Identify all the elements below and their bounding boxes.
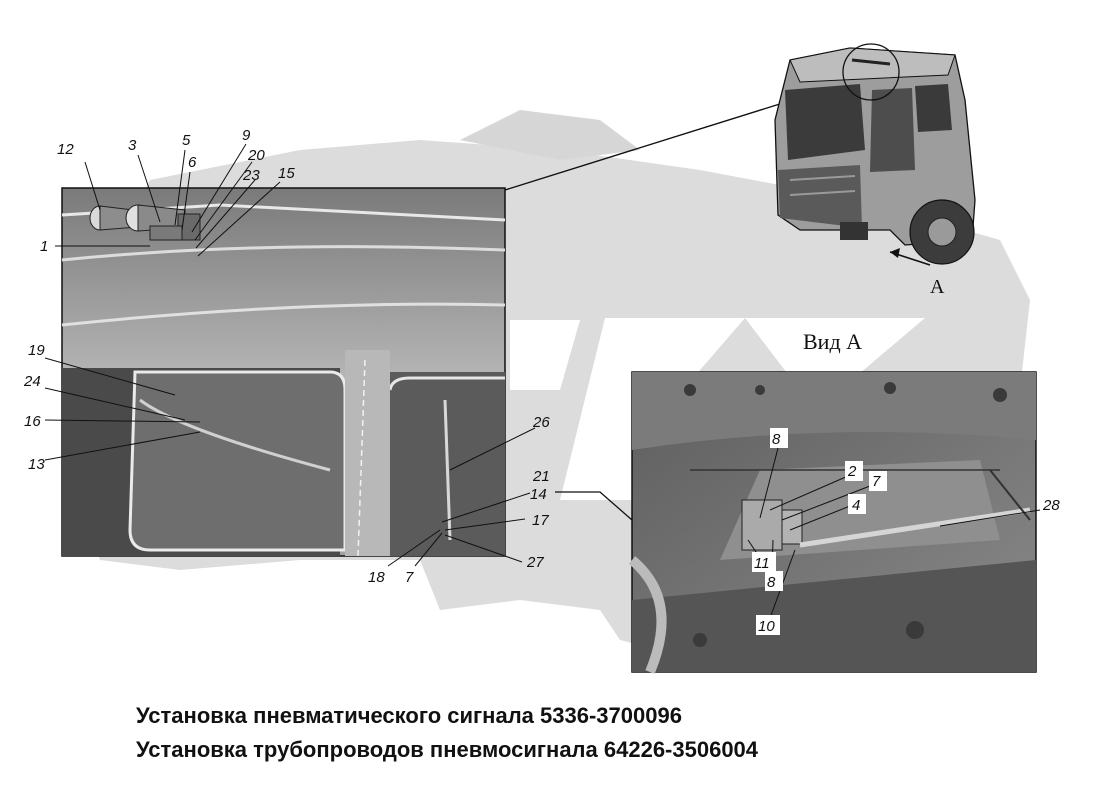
left-detail-photo xyxy=(61,187,506,557)
callout-7-left: 7 xyxy=(405,569,414,586)
callout-8-top: 8 xyxy=(772,431,781,448)
callout-20: 20 xyxy=(247,147,265,164)
callout-27: 27 xyxy=(526,554,544,571)
callout-24: 24 xyxy=(23,373,41,390)
callout-26: 26 xyxy=(532,414,550,431)
caption-line-2: Установка трубопроводов пневмосигнала 64… xyxy=(136,737,759,762)
callout-17: 17 xyxy=(532,512,549,529)
callout-21: 21 xyxy=(532,468,550,485)
leader-21 xyxy=(555,491,633,521)
arrow-a-label: А xyxy=(930,276,945,298)
view-a-label: Вид А xyxy=(803,329,862,354)
callout-3: 3 xyxy=(128,137,137,154)
callout-9: 9 xyxy=(242,127,251,144)
right-callout-labels: 8 2 7 4 28 11 8 10 xyxy=(752,428,1060,635)
callout-14: 14 xyxy=(530,486,547,503)
detail-highlight-circle xyxy=(842,43,900,101)
callout-10: 10 xyxy=(758,618,775,635)
callout-28: 28 xyxy=(1042,497,1060,514)
compressor-horn-icon xyxy=(741,499,1031,551)
callout-7-right: 7 xyxy=(872,473,881,490)
truck-cab-icon xyxy=(774,43,976,266)
callout-23: 23 xyxy=(242,167,260,184)
callout-2: 2 xyxy=(847,463,857,480)
caption-line-1: Установка пневматического сигнала 5336-3… xyxy=(136,703,682,728)
callout-11: 11 xyxy=(754,555,770,572)
left-callouts xyxy=(44,143,536,567)
callout-6: 6 xyxy=(188,154,197,171)
callout-16: 16 xyxy=(24,413,41,430)
callout-1: 1 xyxy=(40,238,48,255)
callout-19: 19 xyxy=(28,342,45,359)
callout-18: 18 xyxy=(368,569,385,586)
callout-15: 15 xyxy=(278,165,295,182)
callout-5: 5 xyxy=(182,132,191,149)
left-callout-labels: 12 3 5 6 9 20 23 15 1 19 24 16 13 26 21 … xyxy=(23,127,550,586)
callout-12: 12 xyxy=(57,141,74,158)
callout-8-bottom: 8 xyxy=(767,574,776,591)
right-detail-photo xyxy=(628,371,1037,674)
callout-13: 13 xyxy=(28,456,45,473)
callout-4: 4 xyxy=(852,497,860,514)
